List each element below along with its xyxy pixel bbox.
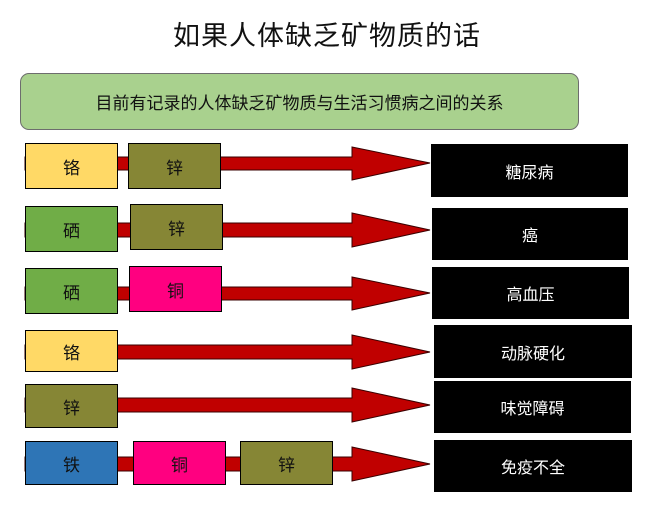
mineral-chromium: 铬 (25, 143, 118, 189)
mineral-zinc: 锌 (130, 204, 223, 250)
mineral-zinc: 锌 (128, 143, 221, 189)
mineral-zinc: 锌 (240, 441, 333, 485)
mineral-selenium: 硒 (25, 206, 118, 252)
disease-immunodeficiency: 免疫不全 (434, 440, 632, 492)
subtitle-banner: 目前有记录的人体缺乏矿物质与生活习惯病之间的关系 (20, 73, 579, 130)
disease-cancer: 癌 (432, 208, 628, 260)
disease-arteriosclerosis: 动脉硬化 (434, 325, 632, 378)
mineral-selenium: 硒 (25, 268, 118, 314)
page-title: 如果人体缺乏矿物质的话 (173, 21, 481, 52)
mineral-copper: 铜 (129, 266, 222, 312)
disease-taste-disorder: 味觉障碍 (434, 381, 631, 433)
mineral-chromium: 铬 (25, 330, 118, 372)
mineral-iron: 铁 (25, 441, 118, 485)
disease-diabetes: 糖尿病 (431, 144, 628, 197)
mineral-copper: 铜 (133, 441, 226, 485)
mineral-zinc: 锌 (25, 384, 118, 428)
disease-hypertension: 高血压 (432, 267, 629, 319)
